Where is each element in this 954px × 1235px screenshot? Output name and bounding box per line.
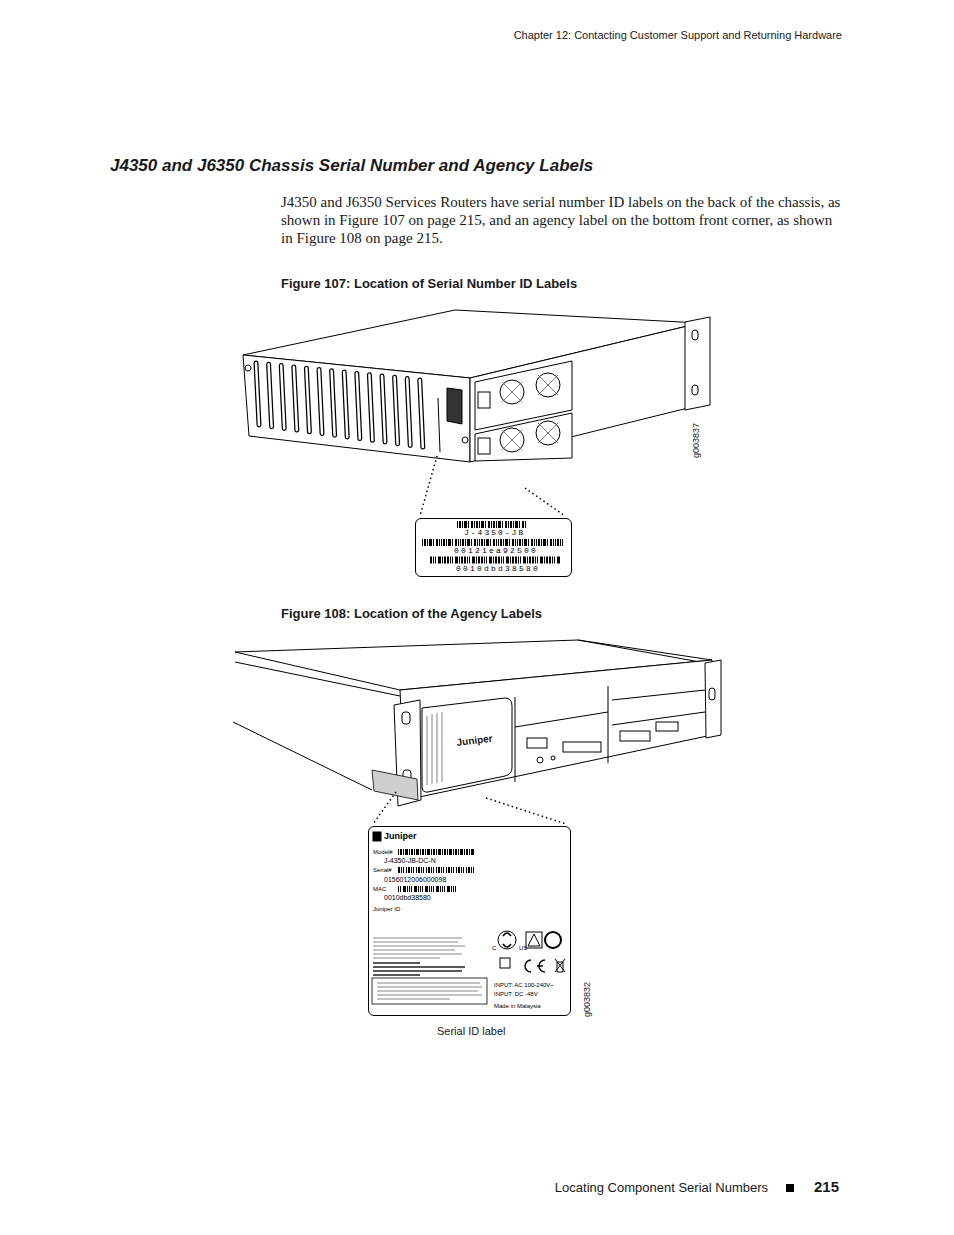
label-text: MAC xyxy=(373,886,386,893)
chassis-front-view xyxy=(400,660,712,800)
agency-label-marks xyxy=(555,959,565,972)
agency-label-marks xyxy=(377,983,482,999)
leader-line xyxy=(525,488,565,516)
chassis-front-view xyxy=(233,722,372,790)
serial-number-label: J-4350-JB 00121ea92500 0010dbd38580 xyxy=(415,518,572,577)
chassis-rear-view xyxy=(256,363,423,447)
figure-caption: Figure 108: Location of the Agency Label… xyxy=(281,607,542,622)
label-text: INPUT: DC -48V xyxy=(494,991,538,998)
chassis-rear-view xyxy=(478,438,490,454)
footer-mark xyxy=(786,1184,794,1192)
label-text: Made in Malaysia xyxy=(494,1003,541,1010)
footer-mark xyxy=(786,1184,794,1192)
chassis-front-view xyxy=(402,712,410,724)
label-text: 0156012006000098 xyxy=(384,876,446,884)
chassis-rear-view xyxy=(245,365,251,371)
label-text: Model# xyxy=(373,849,393,856)
running-footer: Locating Component Serial Numbers xyxy=(555,1181,768,1196)
chassis-front-view xyxy=(563,742,601,752)
agency-label-marks xyxy=(545,932,561,948)
chassis-rear-view xyxy=(243,355,470,462)
label-text: C xyxy=(492,945,496,952)
chassis-rear-view xyxy=(438,398,440,452)
agency-label-marks xyxy=(500,958,510,968)
leader-line xyxy=(486,798,566,824)
label-text: Juniper ID xyxy=(373,906,400,913)
agency-label: JuniperModel#J-4350-JB-DC-N Serial# 015601… xyxy=(368,826,571,1016)
agency-label-marks xyxy=(525,960,545,972)
agency-label-marks xyxy=(372,978,487,1004)
agency-label-marks xyxy=(398,849,474,855)
agency-label-marks xyxy=(398,867,474,873)
agency-label-marks xyxy=(503,933,511,947)
chassis-rear-view xyxy=(692,385,698,395)
label-text: Juniper xyxy=(384,832,417,842)
chassis-rear-view xyxy=(447,388,462,424)
figure-caption: Figure 107: Location of Serial Number ID… xyxy=(281,277,577,292)
section-title: J4350 and J6350 Chassis Serial Number an… xyxy=(110,156,593,176)
running-header: Chapter 12: Contacting Customer Support … xyxy=(514,29,842,42)
agency-label-marks xyxy=(373,963,465,975)
label-text: 0010dbd38580 xyxy=(384,894,431,902)
chassis-front-view xyxy=(427,712,442,785)
label-text: J-4350-JB-DC-N xyxy=(384,857,436,865)
figure-id: g003837 xyxy=(691,423,701,458)
chassis-rear-view xyxy=(502,375,558,450)
agency-label-location xyxy=(372,770,418,800)
agency-label-marks xyxy=(498,931,516,949)
chassis-front-view xyxy=(612,690,705,700)
agency-label-marks xyxy=(372,832,565,1004)
barcode xyxy=(422,525,563,561)
barcode xyxy=(422,539,563,546)
chassis-front-view xyxy=(620,731,650,741)
chassis-front-view xyxy=(527,738,547,748)
chassis-front-view xyxy=(656,722,678,731)
page-number: 215 xyxy=(814,1178,839,1195)
leader-line xyxy=(420,456,437,516)
chassis-front-view xyxy=(578,640,700,662)
leader-line xyxy=(373,792,566,824)
chassis-rear-view xyxy=(256,363,423,447)
chassis-front-view xyxy=(233,640,721,806)
chassis-front-view xyxy=(537,757,543,763)
agency-label-marks xyxy=(526,932,542,948)
chassis-rear-view xyxy=(462,437,468,443)
label-text: INPUT: AC 100-240V~ xyxy=(494,982,554,989)
label-text: Serial# xyxy=(373,867,392,874)
chassis-rear-view xyxy=(692,330,698,340)
label-text: US xyxy=(519,945,527,952)
chassis-front-view xyxy=(422,698,512,792)
chassis-front-view xyxy=(709,688,715,700)
chassis-front-view xyxy=(551,756,555,760)
figure-id: g003832 xyxy=(582,982,592,1017)
agency-label-marks xyxy=(373,832,381,841)
chassis-rear-view xyxy=(470,323,700,462)
label-callout: Serial ID label xyxy=(437,1025,505,1038)
body-paragraph: J4350 and J6350 Services Routers have se… xyxy=(281,193,847,247)
label-text: 0010dbd38580 xyxy=(456,565,540,574)
chassis-front-view xyxy=(515,697,516,782)
chassis-rear-view xyxy=(685,317,710,410)
leader-line xyxy=(420,456,565,516)
agency-label-marks xyxy=(528,934,540,946)
label-text: J-4350-JB xyxy=(464,529,525,538)
barcode xyxy=(430,557,561,564)
label-text: 00121ea92500 xyxy=(454,547,538,556)
chassis-rear-view xyxy=(475,413,572,461)
chassis-front-view xyxy=(608,686,609,763)
agency-label-marks xyxy=(398,886,458,892)
chassis-rear-view xyxy=(478,392,490,408)
chassis-rear-view xyxy=(243,310,710,462)
chassis-front-view xyxy=(705,660,721,738)
agency-label-marks xyxy=(373,938,465,958)
leader-line xyxy=(373,792,396,824)
barcode xyxy=(457,521,527,528)
chassis-front-view xyxy=(515,712,608,727)
chassis-front-view xyxy=(235,662,400,696)
